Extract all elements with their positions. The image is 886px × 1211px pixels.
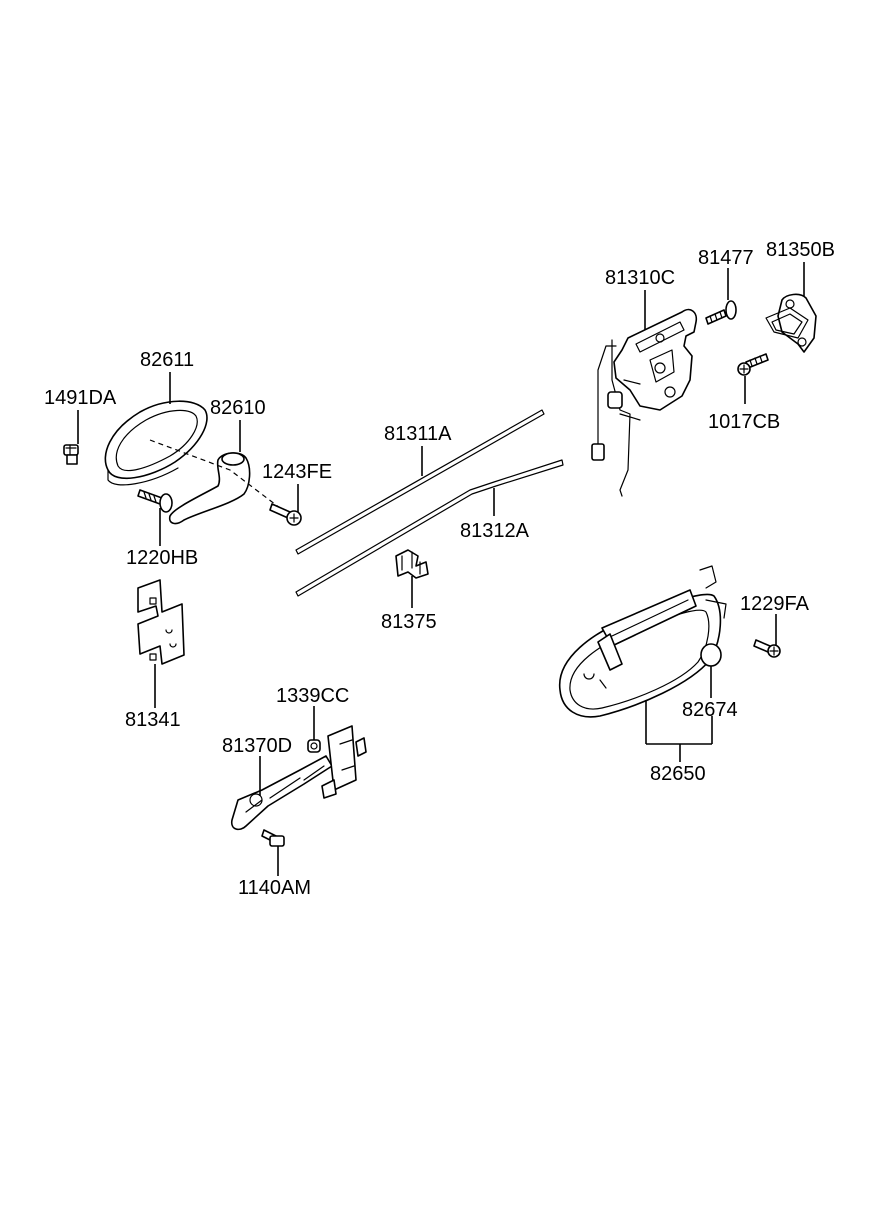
- label-82650: 82650: [650, 763, 706, 785]
- label-82611: 82611: [140, 349, 194, 371]
- label-81310C: 81310C: [605, 267, 675, 289]
- label-1491DA: 1491DA: [44, 387, 117, 409]
- label-81375: 81375: [381, 611, 437, 633]
- label-1243FE: 1243FE: [262, 461, 332, 483]
- label-81312A: 81312A: [460, 520, 530, 542]
- label-1140AM: 1140AM: [238, 877, 311, 899]
- label-81350B: 81350B: [766, 239, 835, 261]
- outside-handle-assembly: [558, 565, 727, 718]
- door-checker-81370D: [230, 725, 367, 831]
- label-82610: 82610: [210, 397, 266, 419]
- label-81311A: 81311A: [384, 423, 452, 445]
- inside-handle-screw-1491DA: [63, 444, 79, 465]
- screw-1220HB: [137, 489, 173, 513]
- screw-1017CB: [737, 353, 769, 376]
- label-82674: 82674: [682, 699, 738, 721]
- inside-handle-bezel: [104, 400, 208, 486]
- door-latch-81310C: [591, 308, 698, 497]
- label-81370D: 81370D: [222, 735, 292, 757]
- striker-81350B: [765, 293, 817, 353]
- bracket-81341: [137, 579, 185, 665]
- leader-lines: [77, 262, 805, 876]
- screw-1229FA: [753, 639, 781, 658]
- cap-82674: [700, 643, 722, 667]
- label-1339CC: 1339CC: [276, 685, 349, 707]
- label-81477: 81477: [698, 247, 754, 269]
- label-1220HB: 1220HB: [126, 547, 198, 569]
- nut-1339CC: [307, 739, 321, 753]
- label-1017CB: 1017CB: [708, 411, 780, 433]
- label-1229FA: 1229FA: [740, 593, 810, 615]
- screw-1243FE: [269, 503, 302, 526]
- rod-81312A: [295, 459, 564, 597]
- inside-handle-lever: [149, 439, 281, 525]
- clip-81375: [395, 549, 429, 579]
- screw-81477: [705, 300, 737, 325]
- rod-81311A: [295, 409, 545, 555]
- bolt-1140AM: [261, 829, 285, 847]
- label-81341: 81341: [125, 709, 181, 731]
